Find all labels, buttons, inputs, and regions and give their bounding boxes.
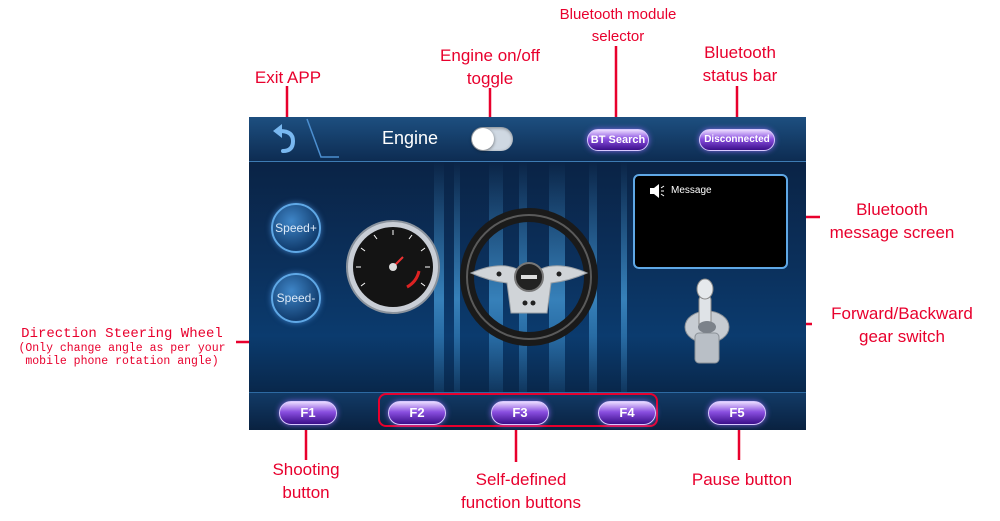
bt-message-screen: Message (633, 174, 788, 269)
toggle-knob (472, 128, 494, 150)
back-button[interactable] (267, 123, 301, 155)
message-label: Message (671, 185, 712, 196)
annotation-exit-app: Exit APP (254, 68, 322, 87)
background-light (454, 161, 460, 392)
annotation-pause: Pause button (691, 470, 793, 489)
f4-button[interactable]: F4 (598, 401, 656, 425)
annotation-bt-message-screen: Bluetooth message screen (812, 198, 972, 244)
bottom-bar: F1 F2 F3 F4 F5 (249, 392, 806, 430)
annotation-line: Direction Steering Wheel (21, 326, 223, 342)
annotation-line: function buttons (460, 493, 582, 512)
steering-wheel-icon (460, 208, 598, 346)
bt-search-button[interactable]: BT Search (587, 129, 649, 151)
annotation-line: Shooting (272, 460, 340, 479)
gear-lever-icon (684, 278, 730, 364)
background-light (621, 161, 627, 392)
speedometer (345, 219, 441, 315)
speed-plus-button[interactable]: Speed+ (271, 203, 321, 253)
annotation-line: gear switch (859, 327, 945, 346)
top-bar-divider (306, 118, 339, 158)
annotation-line: Bluetooth module (559, 6, 677, 23)
annotation-steering: Direction Steering Wheel (Only change an… (4, 326, 240, 368)
annotation-line: status bar (702, 66, 778, 85)
f5-button[interactable]: F5 (708, 401, 766, 425)
app-screen: Engine BT Search Disconnected Speed+ Spe… (249, 117, 806, 430)
annotation-line: Forward/Backward (831, 304, 973, 323)
annotation-shooting: Shooting button (256, 458, 356, 504)
annotation-line: button (282, 483, 330, 502)
annotation-bt-status-bar: Bluetooth status bar (680, 41, 800, 87)
annotation-line: Engine on/off (440, 46, 540, 65)
engine-toggle[interactable] (471, 127, 513, 151)
annotation-line: Bluetooth (856, 200, 928, 219)
speed-minus-button[interactable]: Speed- (271, 273, 321, 323)
annotation-bt-module: Bluetooth module selector (548, 4, 688, 48)
self-defined-group-outline (378, 393, 658, 427)
annotation-line: toggle (466, 69, 514, 88)
annotation-line: Bluetooth (704, 43, 776, 62)
back-arrow-icon (273, 124, 296, 153)
annotation-line: mobile phone rotation angle) (25, 355, 219, 368)
speedometer-icon (346, 220, 440, 314)
annotation-line: message screen (829, 223, 955, 242)
speaker-icon (650, 184, 665, 198)
annotation-self-defined: Self-defined function buttons (436, 468, 606, 514)
steering-wheel[interactable] (459, 207, 599, 347)
annotation-line: selector (591, 28, 645, 45)
bt-status-bar: Disconnected (699, 129, 775, 151)
annotation-gear-switch: Forward/Backward gear switch (812, 302, 992, 348)
engine-label: Engine (382, 128, 439, 148)
f3-button[interactable]: F3 (491, 401, 549, 425)
f2-button[interactable]: F2 (388, 401, 446, 425)
annotation-engine-toggle: Engine on/off toggle (420, 44, 560, 90)
annotation-line: Self-defined (475, 470, 567, 489)
annotation-line: (Only change angle as per your (18, 342, 226, 355)
gear-switch[interactable] (677, 275, 737, 375)
top-bar: Engine BT Search Disconnected (249, 117, 806, 162)
f1-button[interactable]: F1 (279, 401, 337, 425)
